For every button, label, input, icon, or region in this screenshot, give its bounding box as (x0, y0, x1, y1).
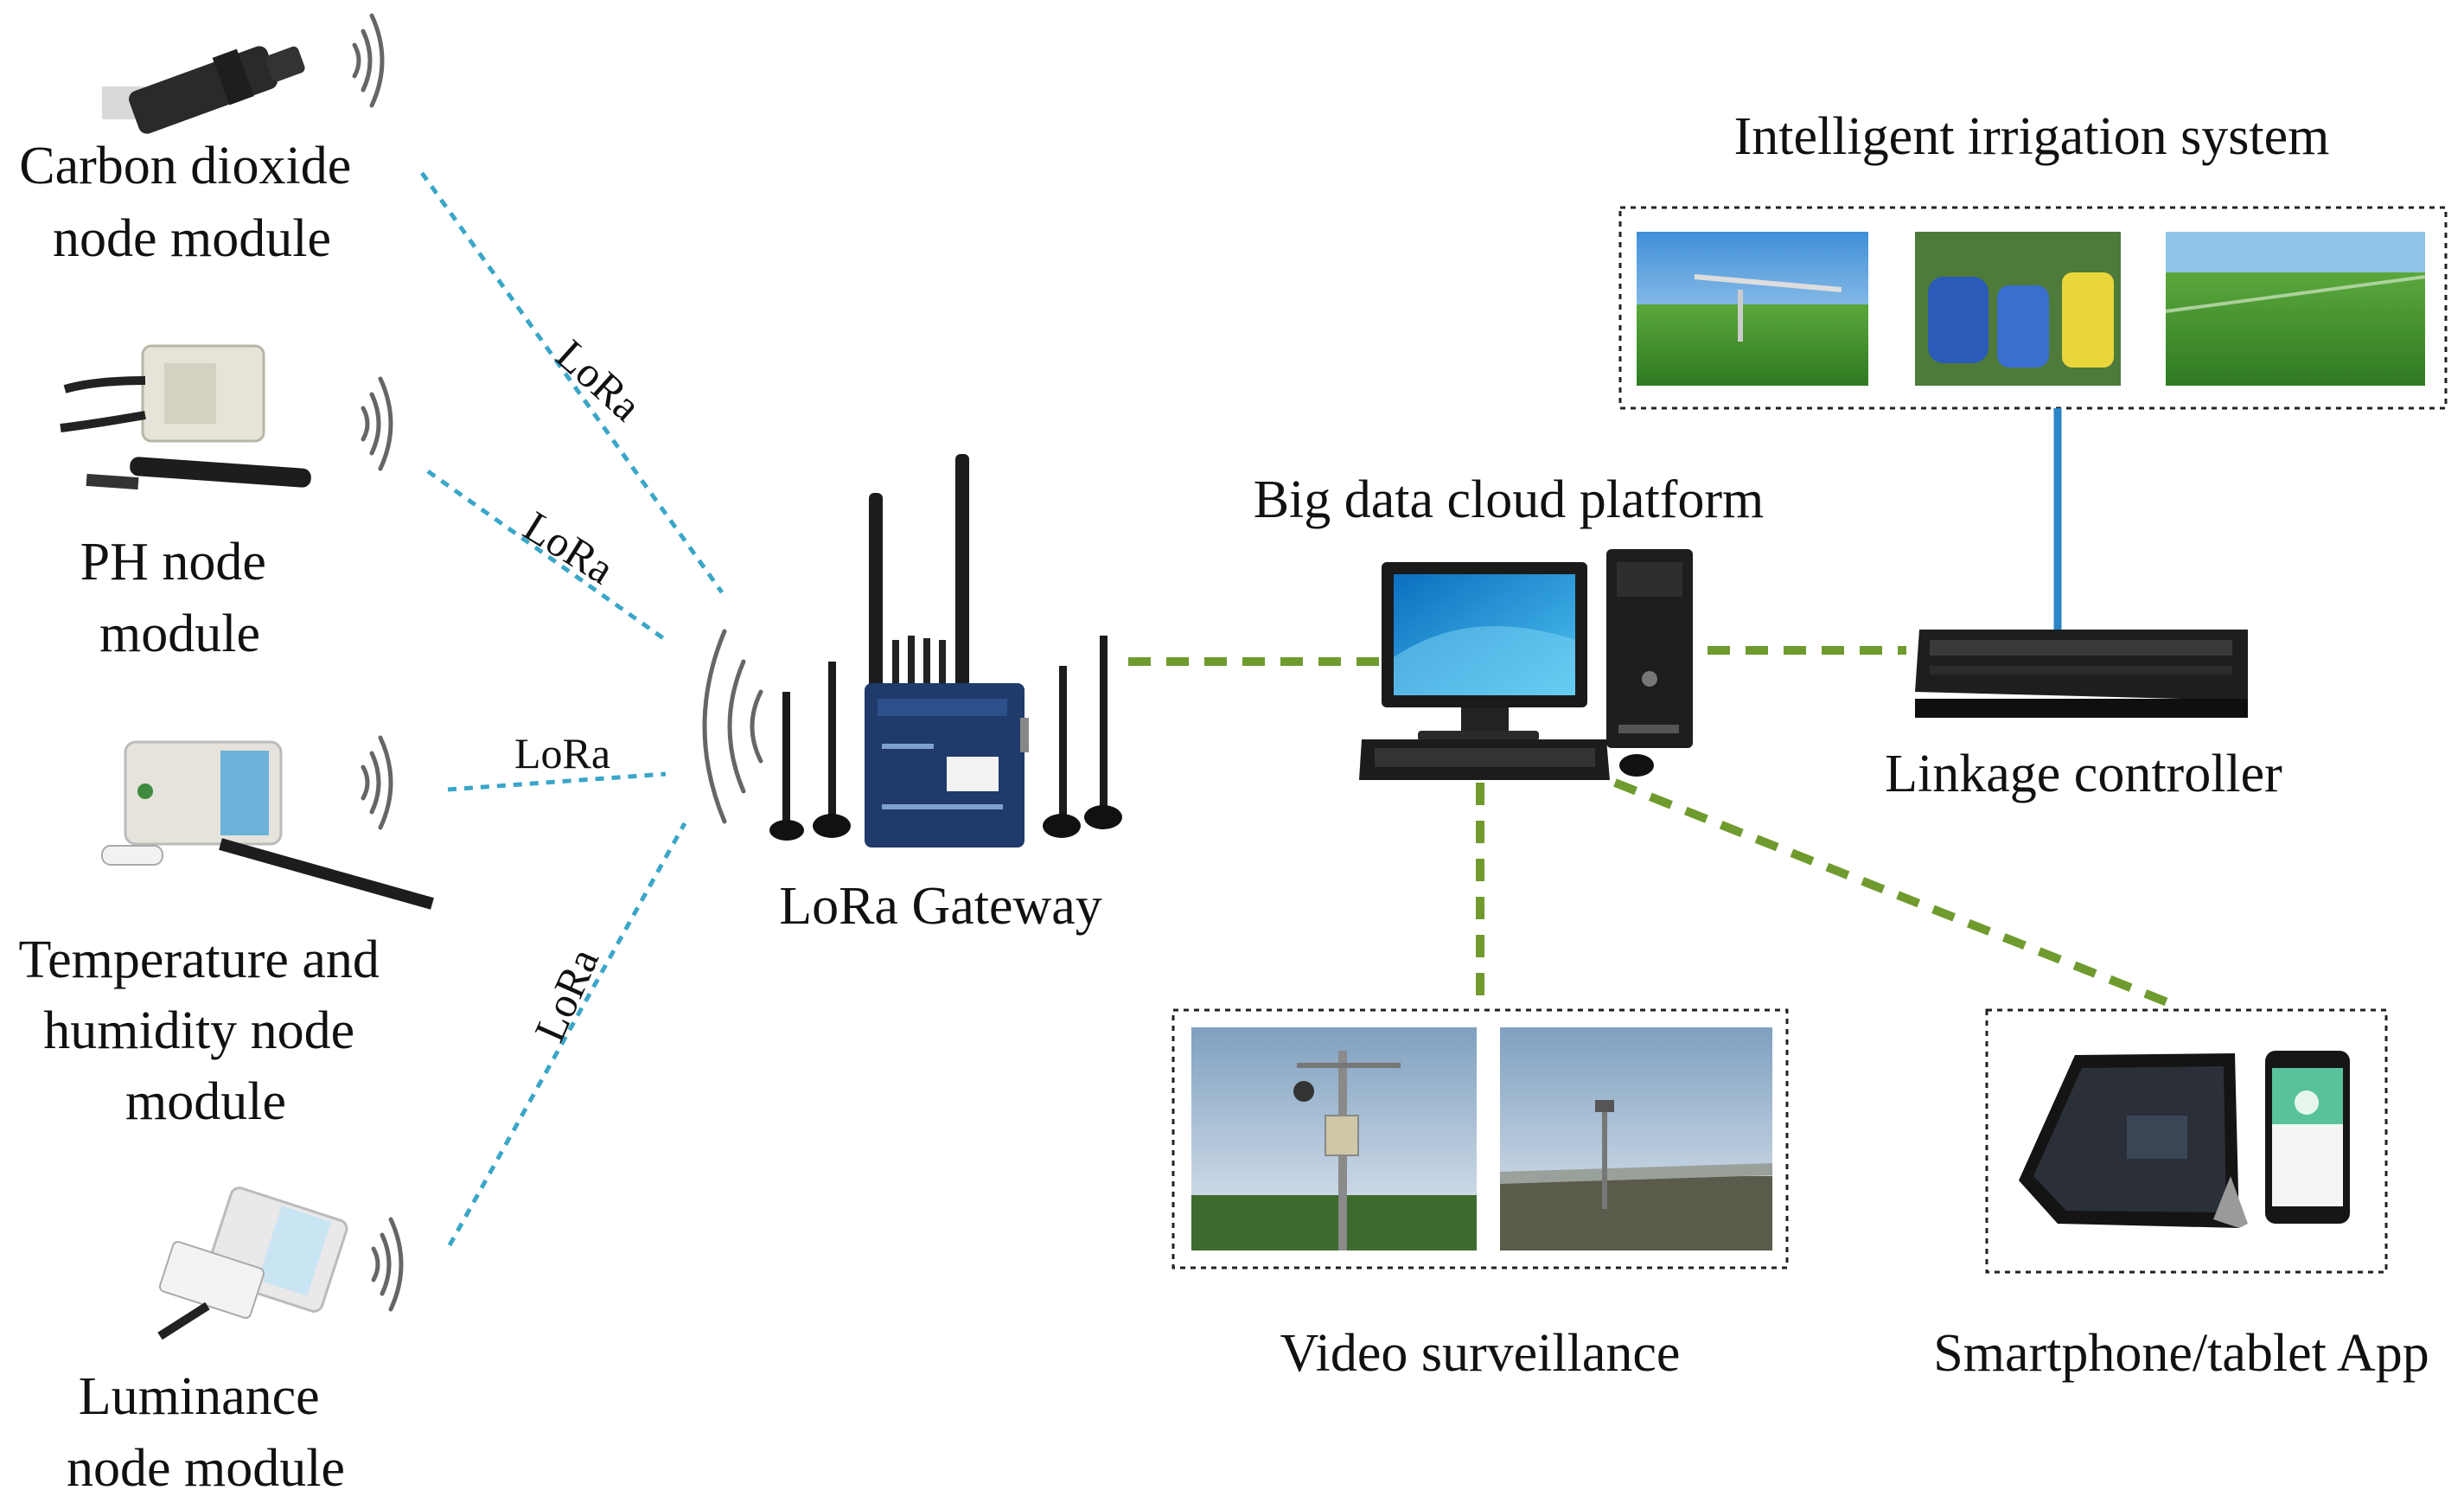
luminance-node-label: Luminance node module (67, 1367, 345, 1498)
co2-sensor-icon (102, 46, 305, 134)
video-surveillance-label: Video surveillance (1280, 1324, 1681, 1383)
signal-waves-icon (371, 1217, 404, 1312)
smartphone-app-label: Smartphone/tablet App (1933, 1324, 2429, 1383)
ph-sensor-icon (60, 344, 311, 490)
irrigation-photo-3 (2165, 232, 2426, 386)
lora-link-luminance (447, 822, 687, 1247)
video-surveillance-photo-2 (1499, 1027, 1773, 1250)
temperature-humidity-sensor-icon (101, 740, 434, 910)
linkage-controller-icon (1915, 630, 2248, 718)
irrigation-photo-2 (1915, 232, 2121, 386)
app-photo-frame (1985, 1008, 2388, 1274)
temperature-humidity-node-label: Temperature and humidity node module (19, 931, 393, 1131)
cloud-to-app-link (1613, 778, 2182, 1012)
irrigation-system-label: Intelligent irrigation system (1734, 107, 2330, 166)
signal-waves-icon (361, 376, 393, 471)
tablet-icon (2019, 1053, 2248, 1228)
signal-waves-icon (352, 13, 385, 108)
linkage-controller-label: Linkage controller (1885, 745, 2282, 803)
ph-node-label: PH node module (80, 533, 280, 663)
irrigation-photo-frame (1618, 206, 2448, 410)
luminance-sensor-icon (157, 1186, 348, 1340)
lora-link-temperature (447, 771, 667, 792)
lora-label-ph: LoRa (515, 502, 622, 593)
smartphone-icon (2265, 1051, 2350, 1224)
video-surveillance-photo-1 (1191, 1027, 1477, 1250)
lora-gateway-icon (769, 454, 1122, 847)
cloud-platform-label: Big data cloud platform (1254, 470, 1765, 529)
lora-label-co2: LoRa (547, 330, 651, 431)
co2-node-label: Carbon dioxide node module (19, 137, 365, 268)
irrigation-photo-1 (1637, 232, 1868, 386)
gateway-signal-waves-icon (702, 629, 763, 824)
signal-waves-icon (361, 735, 393, 830)
lora-link-co2 (419, 171, 725, 594)
lora-label-temperature: LoRa (514, 729, 610, 777)
gateway-label: LoRa Gateway (779, 877, 1102, 936)
lora-label-luminance: LoRa (525, 941, 608, 1048)
computer-icon (1359, 549, 1693, 780)
